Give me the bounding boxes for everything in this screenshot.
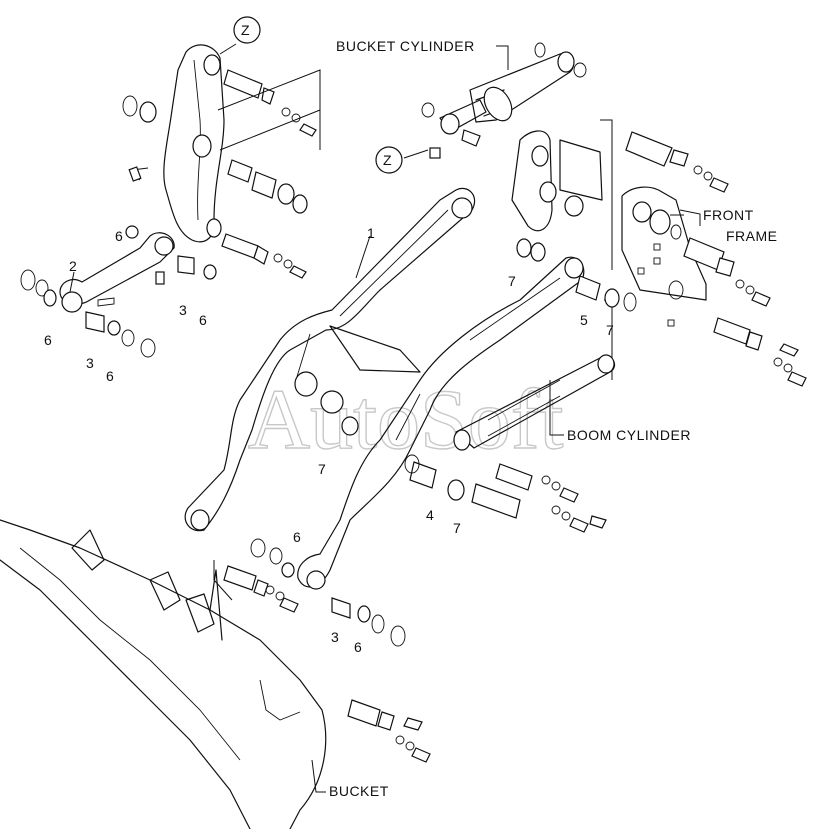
callout-7: 7 [453, 520, 461, 536]
frame-pins [625, 131, 807, 387]
link-hardware [20, 225, 217, 358]
bellcrank-hardware [122, 69, 321, 279]
front-frame-label-line2: FRAME [726, 228, 778, 244]
callout-6: 6 [354, 639, 362, 655]
boom-cylinder [453, 354, 615, 533]
boom-cylinder-label: BOOM CYLINDER [567, 427, 691, 443]
detail-z-mid-letter: Z [383, 152, 392, 168]
callout-6: 6 [199, 312, 207, 328]
link-upper [59, 232, 175, 313]
callout-3: 3 [179, 302, 187, 318]
callout-7: 7 [318, 461, 326, 477]
detail-z-mid: Z [375, 146, 403, 174]
bucket-cylinder [421, 42, 587, 159]
front-frame-label-line1: FRONT [703, 207, 754, 223]
detail-z-top-letter: Z [241, 22, 250, 38]
callout-6: 6 [115, 228, 123, 244]
boom [184, 187, 476, 532]
bucket-label: BUCKET [329, 783, 389, 799]
bellcrank [163, 44, 225, 243]
boom-right [297, 256, 585, 590]
callout-7: 7 [606, 322, 614, 338]
detail-z-top: Z [233, 16, 261, 44]
bucket [0, 519, 431, 829]
callout-7: 7 [508, 273, 516, 289]
callout-3: 3 [86, 355, 94, 371]
callout-6: 6 [44, 332, 52, 348]
boom-hardware [404, 238, 637, 501]
callout-2: 2 [69, 258, 77, 274]
bucket-pin-hardware [223, 538, 406, 647]
leader-lines [69, 43, 684, 793]
callout-6: 6 [293, 529, 301, 545]
callout-1: 1 [367, 225, 375, 241]
callout-4: 4 [426, 507, 434, 523]
callout-3: 3 [331, 629, 339, 645]
bucket-cylinder-label: BUCKET CYLINDER [336, 38, 475, 54]
callout-6: 6 [106, 368, 114, 384]
callout-5: 5 [580, 312, 588, 328]
